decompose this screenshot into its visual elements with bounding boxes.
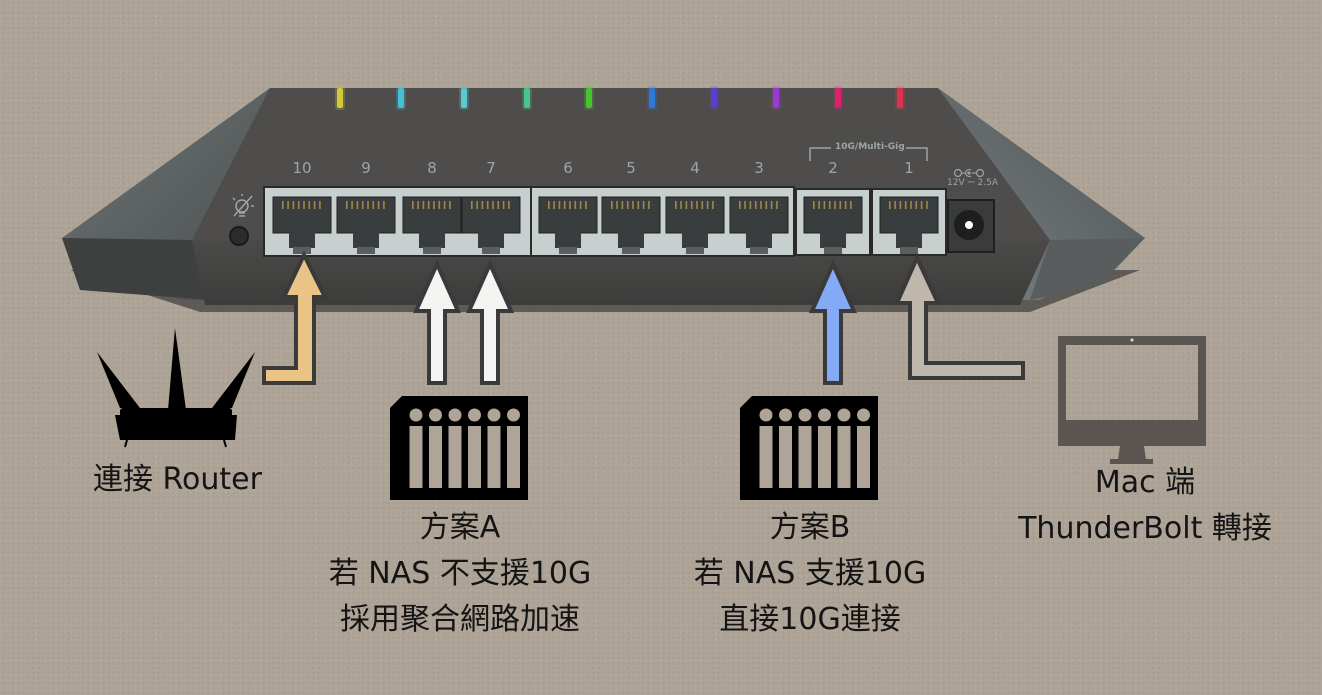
nas-a-condition: 若 NAS 不支援10G (328, 556, 592, 591)
polarity-icon (953, 168, 985, 178)
ethernet-port-7[interactable] (461, 196, 521, 254)
port-number-1: 1 (904, 159, 914, 177)
ethernet-port-5[interactable] (601, 196, 661, 254)
multigig-label: 10G/Multi-Gig (835, 142, 905, 152)
ethernet-port-3[interactable] (729, 196, 789, 254)
ethernet-port-2[interactable] (803, 196, 863, 254)
nas-b-title: 方案B (769, 510, 851, 545)
ethernet-port-6[interactable] (538, 196, 598, 254)
port-led (897, 88, 903, 108)
led-off-icon (232, 194, 254, 217)
port-led (835, 88, 841, 108)
nas-a-caption: 方案A 若 NAS 不支援10G 採用聚合網路加速 (290, 505, 630, 643)
port-number-5: 5 (626, 159, 636, 177)
port-number-9: 9 (361, 159, 371, 177)
port-led (649, 88, 655, 108)
ethernet-port-8[interactable] (402, 196, 462, 254)
port-led (586, 88, 592, 108)
port-number-8: 8 (427, 159, 437, 177)
power-rating-label: 12V ⎓ 2.5A (947, 178, 998, 188)
router-connection-arrow (262, 250, 329, 385)
nas-b-method: 直接10G連接 (719, 602, 901, 637)
port-number-3: 3 (754, 159, 764, 177)
mac-caption: Mac 端 ThunderBolt 轉接 (985, 460, 1305, 552)
mac-connection-arrow (893, 253, 1025, 380)
nas-a-method: 採用聚合網路加速 (340, 602, 580, 637)
nas-a-link-arrow (412, 259, 462, 385)
router-label: 連接 Router (93, 462, 262, 497)
nas-icon (740, 396, 878, 500)
ethernet-port-4[interactable] (665, 196, 725, 254)
nas-b-condition: 若 NAS 支援10G (693, 556, 927, 591)
multigig-bracket (809, 147, 928, 161)
port-led (461, 88, 467, 108)
mac-adapter: ThunderBolt 轉接 (1018, 511, 1272, 546)
ethernet-port-1[interactable] (879, 196, 939, 254)
port-number-4: 4 (690, 159, 700, 177)
port-led (524, 88, 530, 108)
port-led (337, 88, 343, 108)
nas-b-link-arrow (808, 259, 858, 385)
monitor-icon (1058, 336, 1206, 464)
ethernet-port-10[interactable] (272, 196, 332, 254)
mac-title: Mac 端 (1094, 465, 1196, 500)
port-number-6: 6 (563, 159, 573, 177)
router-icon (97, 328, 255, 448)
port-led (773, 88, 779, 108)
port-led (398, 88, 404, 108)
nas-a-title: 方案A (419, 510, 501, 545)
nas-a-link-arrow (465, 259, 515, 385)
nas-b-caption: 方案B 若 NAS 支援10G 直接10G連接 (650, 505, 970, 643)
port-number-2: 2 (828, 159, 838, 177)
nas-icon (390, 396, 528, 500)
port-number-10: 10 (292, 159, 312, 177)
port-led (711, 88, 717, 108)
port-number-7: 7 (486, 159, 496, 177)
ethernet-port-9[interactable] (336, 196, 396, 254)
led-toggle-button[interactable] (229, 226, 249, 246)
